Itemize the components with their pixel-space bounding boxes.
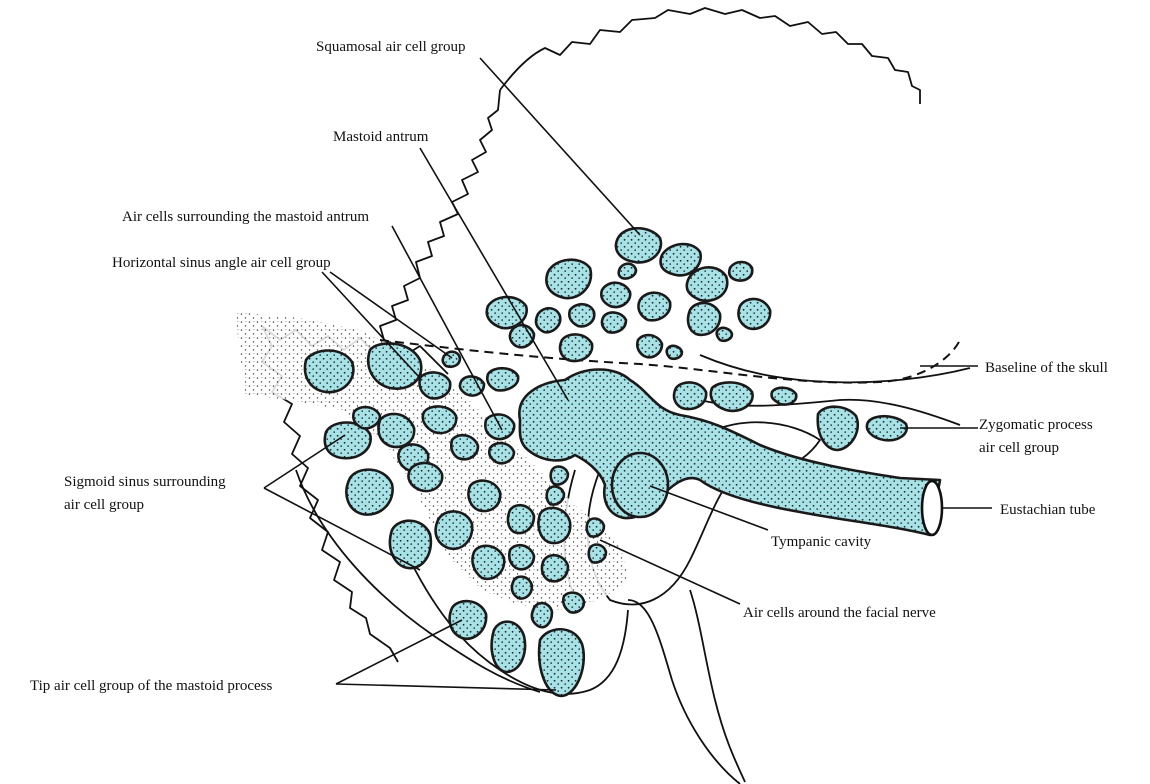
air-cell bbox=[467, 479, 502, 513]
air-cell bbox=[637, 291, 672, 322]
air-cell bbox=[407, 461, 444, 493]
label-zygomatic-2: air cell group bbox=[979, 440, 1059, 456]
air-cell bbox=[537, 627, 586, 698]
posterior-border bbox=[379, 89, 501, 341]
air-cell bbox=[434, 510, 474, 551]
air-cell bbox=[599, 281, 632, 309]
air-cell bbox=[388, 519, 433, 570]
air-cell bbox=[865, 414, 909, 442]
air-cell bbox=[617, 262, 638, 280]
leader-tip-1 bbox=[335, 619, 463, 685]
air-cell bbox=[685, 266, 729, 303]
label-mastoid-antrum: Mastoid antrum bbox=[333, 129, 429, 145]
air-cell bbox=[737, 297, 772, 331]
leader-sigmoid-1 bbox=[263, 434, 346, 489]
eustachian-tube-opening bbox=[920, 479, 944, 537]
air-cell bbox=[567, 302, 596, 328]
leader-horizontal-sinus-2 bbox=[329, 271, 453, 359]
label-sigmoid-1: Sigmoid sinus surrounding bbox=[64, 474, 226, 490]
air-cell bbox=[816, 405, 859, 452]
tympanic-cavity bbox=[610, 451, 670, 519]
label-tip-cells: Tip air cell group of the mastoid proces… bbox=[30, 678, 272, 694]
air-cell bbox=[600, 311, 628, 334]
label-eustachian: Eustachian tube bbox=[1000, 502, 1096, 518]
air-cell bbox=[510, 575, 534, 600]
air-cell bbox=[421, 405, 458, 435]
label-tympanic: Tympanic cavity bbox=[771, 534, 872, 550]
air-cell bbox=[448, 599, 488, 641]
air-cell bbox=[367, 342, 423, 390]
air-cell bbox=[587, 543, 608, 564]
mastoid-outer-curve bbox=[295, 469, 541, 693]
air-cell bbox=[558, 333, 594, 363]
air-cell bbox=[530, 601, 554, 629]
air-cell bbox=[449, 433, 480, 461]
air-cell bbox=[540, 553, 570, 583]
air-cell bbox=[770, 386, 798, 406]
zygomatic-upper-line bbox=[699, 354, 971, 384]
label-squamosal: Squamosal air cell group bbox=[316, 39, 466, 55]
styloid-process-inner bbox=[689, 589, 746, 783]
air-cell bbox=[614, 226, 663, 264]
air-cell bbox=[549, 465, 570, 486]
air-cell bbox=[635, 333, 664, 359]
air-cell bbox=[418, 371, 452, 400]
leader-air-cells-antrum bbox=[391, 225, 503, 431]
air-cell bbox=[686, 301, 722, 337]
air-cell bbox=[377, 412, 416, 449]
air-cell bbox=[659, 242, 702, 277]
air-cell bbox=[303, 349, 355, 394]
label-air-cells-antrum: Air cells surrounding the mastoid antrum bbox=[122, 209, 369, 225]
label-zygomatic-1: Zygomatic process bbox=[979, 417, 1093, 433]
air-cell bbox=[471, 544, 506, 581]
air-cell bbox=[323, 421, 372, 460]
air-cell bbox=[485, 366, 520, 392]
air-cells bbox=[303, 226, 909, 698]
skull-baseline bbox=[379, 339, 961, 384]
leader-mastoid-antrum bbox=[419, 147, 569, 401]
air-cell bbox=[727, 260, 754, 282]
mastoid-tip-curve bbox=[409, 559, 629, 695]
label-baseline: Baseline of the skull bbox=[985, 360, 1108, 376]
air-cell bbox=[537, 506, 572, 545]
air-cell bbox=[485, 295, 528, 330]
air-cell bbox=[545, 485, 566, 506]
leader-tip-2 bbox=[335, 683, 557, 691]
air-cell bbox=[709, 381, 754, 413]
label-facial-nerve: Air cells around the facial nerve bbox=[743, 605, 936, 621]
leader-horizontal-sinus-1 bbox=[321, 271, 421, 379]
air-cell bbox=[487, 441, 516, 465]
air-cell bbox=[715, 326, 734, 343]
leader-tympanic bbox=[649, 485, 769, 531]
label-horizontal-sinus: Horizontal sinus angle air cell group bbox=[112, 255, 331, 271]
air-cell bbox=[351, 405, 382, 430]
air-cell bbox=[507, 543, 536, 571]
air-cell bbox=[490, 620, 527, 674]
air-cell bbox=[345, 468, 394, 516]
labels: Squamosal air cell group Mastoid antrum … bbox=[30, 39, 1108, 694]
leader-squamosal bbox=[479, 57, 641, 236]
air-cell bbox=[534, 306, 562, 334]
air-cell bbox=[545, 258, 593, 300]
label-sigmoid-2: air cell group bbox=[64, 497, 144, 513]
air-cell bbox=[561, 591, 586, 614]
air-cell bbox=[672, 381, 708, 411]
squamous-rim bbox=[499, 7, 921, 104]
air-cell bbox=[665, 344, 684, 361]
air-cell bbox=[458, 375, 486, 397]
leader-facial-nerve bbox=[599, 539, 741, 605]
leader-lines bbox=[263, 57, 992, 691]
styloid-process bbox=[627, 599, 741, 784]
leader-sigmoid-2 bbox=[263, 487, 421, 571]
air-cell bbox=[506, 503, 536, 535]
air-cell bbox=[441, 350, 462, 369]
air-cell bbox=[585, 517, 606, 538]
